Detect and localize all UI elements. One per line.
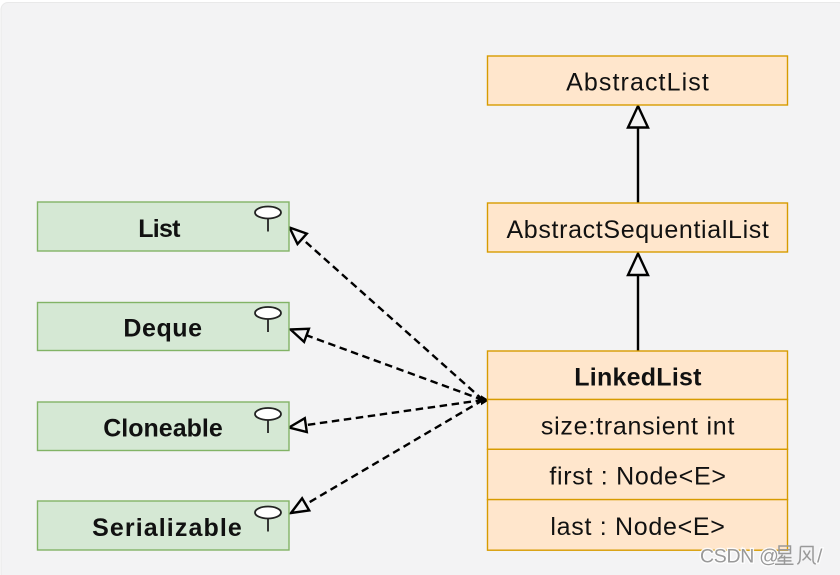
svg-text:CSDN @: CSDN @ [700,546,779,568]
svg-text:List: List [138,215,181,243]
svg-text:CSDN @: CSDN @ [700,546,779,568]
svg-text:Cloneable: Cloneable [103,415,223,443]
svg-text:/: / [817,546,823,568]
svg-text:last : Node<E>: last : Node<E> [550,513,725,541]
svg-text:Deque: Deque [123,315,202,343]
svg-text:size:transient int: size:transient int [541,412,735,440]
svg-text:LinkedList: LinkedList [574,363,702,391]
svg-text:/: / [817,546,823,568]
svg-text:first : Node<E>: first : Node<E> [549,463,726,491]
svg-text:Serializable: Serializable [92,514,243,542]
svg-text:AbstractSequentialList: AbstractSequentialList [506,216,769,244]
svg-text:AbstractList: AbstractList [566,69,710,97]
